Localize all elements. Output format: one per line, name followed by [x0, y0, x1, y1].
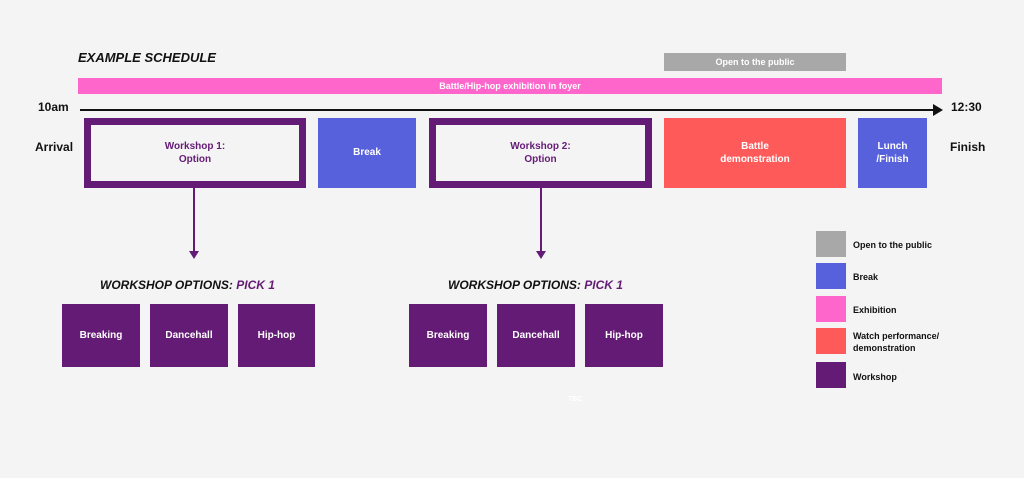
- legend-label-exhibition: Exhibition: [853, 305, 897, 315]
- exhibition-label: Battle/Hip-hop exhibition in foyer: [439, 81, 581, 91]
- open-to-public-label: Open to the public: [715, 57, 795, 67]
- workshop-1-title: Workshop 1:: [164, 140, 226, 152]
- options-heading-pick: PICK 1: [584, 278, 623, 292]
- end-time: 12:30: [951, 100, 982, 114]
- option-dancehall: Dancehall: [497, 304, 575, 367]
- break-block: Break: [318, 118, 416, 188]
- legend-swatch-exhibition: [816, 296, 846, 322]
- workshop-options-heading-1: WORKSHOP OPTIONS: PICK 1: [100, 278, 275, 292]
- option-label: Hip-hop: [257, 330, 296, 341]
- battle-title: Battle: [741, 140, 769, 152]
- legend-label-break: Break: [853, 272, 879, 282]
- options-heading-pick: PICK 1: [236, 278, 275, 292]
- lunch-title: Lunch: [877, 140, 908, 152]
- workshop-1-block: Workshop 1: Option: [84, 118, 306, 188]
- battle-subtitle: demonstration: [720, 154, 790, 165]
- workshop-1-subtitle: Option: [178, 154, 212, 165]
- workshop-2-connector: [540, 188, 542, 252]
- arrival-label: Arrival: [35, 140, 74, 154]
- legend-swatch-performance: [816, 328, 846, 354]
- legend-label-line: demonstration: [853, 343, 916, 354]
- lunch-subtitle: /Finish: [876, 154, 909, 165]
- legend-swatch-public: [816, 231, 846, 257]
- tbc-footnote: TBC: [568, 396, 583, 403]
- workshop-1-connector: [193, 188, 195, 252]
- legend-label-public: Open to the public: [853, 240, 932, 250]
- finish-label: Finish: [950, 140, 986, 154]
- open-to-public-bar: Open to the public: [664, 53, 846, 71]
- options-heading-prefix: WORKSHOP OPTIONS:: [448, 278, 585, 292]
- break-label: Break: [353, 147, 381, 159]
- workshop-2-subtitle: Option: [524, 154, 557, 165]
- option-breaking: Breaking: [409, 304, 487, 367]
- option-hip-hop: Hip-hop: [238, 304, 315, 367]
- option-label: Breaking: [79, 330, 123, 341]
- exhibition-bar: Battle/Hip-hop exhibition in foyer: [78, 78, 942, 94]
- workshop-options-heading-2: WORKSHOP OPTIONS: PICK 1: [448, 278, 623, 292]
- workshop-2-title: Workshop 2:: [510, 140, 571, 152]
- legend-swatch-break: [816, 263, 846, 289]
- option-label: Dancehall: [512, 330, 560, 341]
- timeline-line: [80, 109, 935, 111]
- options-heading-prefix: WORKSHOP OPTIONS:: [100, 278, 237, 292]
- legend-label-performance: Watch performance/ demonstration: [853, 330, 939, 354]
- option-hip-hop: Hip-hop: [585, 304, 663, 367]
- battle-demonstration-block: Battle demonstration: [664, 118, 846, 188]
- option-label: Hip-hop: [605, 330, 643, 341]
- option-dancehall: Dancehall: [150, 304, 228, 367]
- arrow-down-icon: [536, 251, 546, 259]
- legend-swatch-workshop: [816, 362, 846, 388]
- legend-label-line: Watch performance/: [853, 331, 940, 341]
- schedule-title: EXAMPLE SCHEDULE: [78, 50, 216, 65]
- workshop-2-block: Workshop 2: Option: [429, 118, 652, 188]
- option-breaking: Breaking: [62, 304, 140, 367]
- option-label: Breaking: [426, 330, 470, 341]
- lunch-finish-block: Lunch /Finish: [858, 118, 927, 188]
- arrow-down-icon: [189, 251, 199, 259]
- legend-label-workshop: Workshop: [853, 372, 897, 382]
- timeline-arrow-icon: [933, 104, 943, 116]
- option-label: Dancehall: [165, 330, 213, 341]
- start-time: 10am: [38, 100, 69, 114]
